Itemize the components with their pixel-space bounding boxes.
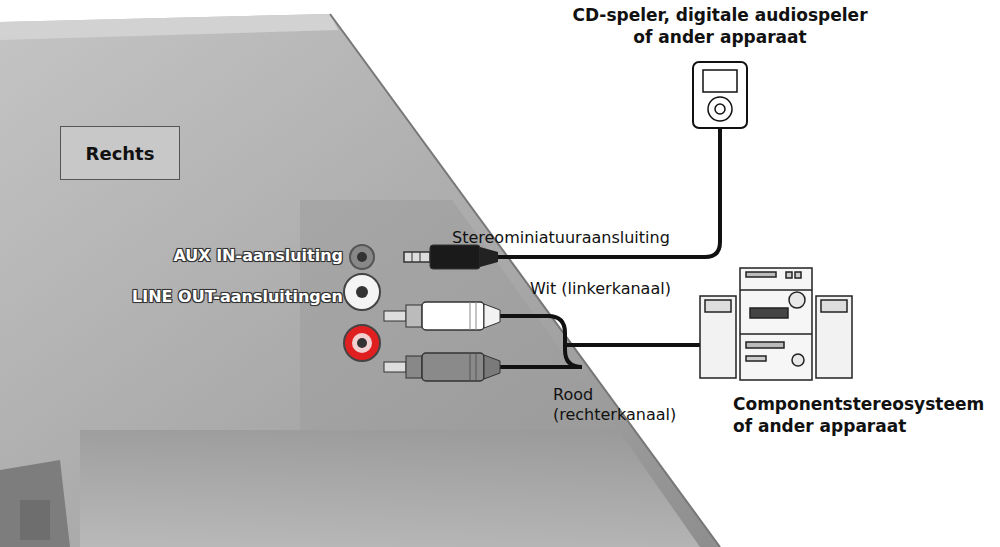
mini-plug-cable xyxy=(404,128,720,269)
node-text: Componentstereosysteem of ander apparaat xyxy=(733,393,995,437)
device-heading: CD-speler, digitale audiospeler of ander… xyxy=(565,4,875,48)
jacks xyxy=(344,245,380,361)
rca-cable xyxy=(384,302,700,381)
node-text: CD-speler, digitale audiospeler of ander… xyxy=(565,4,875,48)
cable-label: Wit (linkerkanaal) xyxy=(530,279,730,299)
stereo-system-icon xyxy=(700,268,852,380)
side-label-box: Rechts xyxy=(60,126,180,180)
device-heading: Componentstereosysteem of ander apparaat xyxy=(733,393,995,437)
connector-label: LINE OUT-aansluitingen xyxy=(43,287,343,307)
cable-label: Rood (rechterkanaal) xyxy=(553,385,678,425)
audio-player-icon xyxy=(693,62,747,128)
connector-label: AUX IN-aansluiting xyxy=(83,246,343,266)
cable-label: Stereominiatuuraansluiting xyxy=(452,228,692,248)
node-text: Rechts xyxy=(86,143,155,164)
